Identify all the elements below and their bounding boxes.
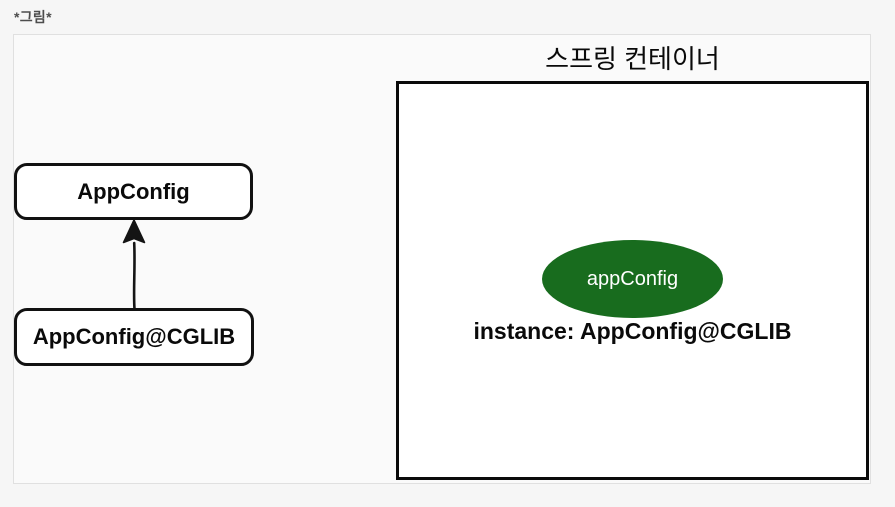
class-box-appconfig-label: AppConfig <box>77 178 190 204</box>
bean-ellipse: appConfig <box>542 240 723 318</box>
figure-label: *그림* <box>14 9 52 25</box>
spring-container-box: appConfig instance: AppConfig@CGLIB <box>396 81 869 480</box>
figure-frame: 스프링 컨테이너 appConfig instance: AppConfig@C… <box>13 34 871 484</box>
up-arrow-icon <box>114 219 154 311</box>
bean-instance-label: instance: AppConfig@CGLIB <box>473 318 792 344</box>
class-box-appconfig-cglib-label: AppConfig@CGLIB <box>32 324 236 349</box>
class-box-appconfig: AppConfig <box>14 163 253 220</box>
class-box-appconfig-cglib: AppConfig@CGLIB <box>14 308 254 366</box>
spring-container-title: 스프링 컨테이너 <box>545 44 720 74</box>
bean-name-label: appConfig <box>586 267 679 290</box>
